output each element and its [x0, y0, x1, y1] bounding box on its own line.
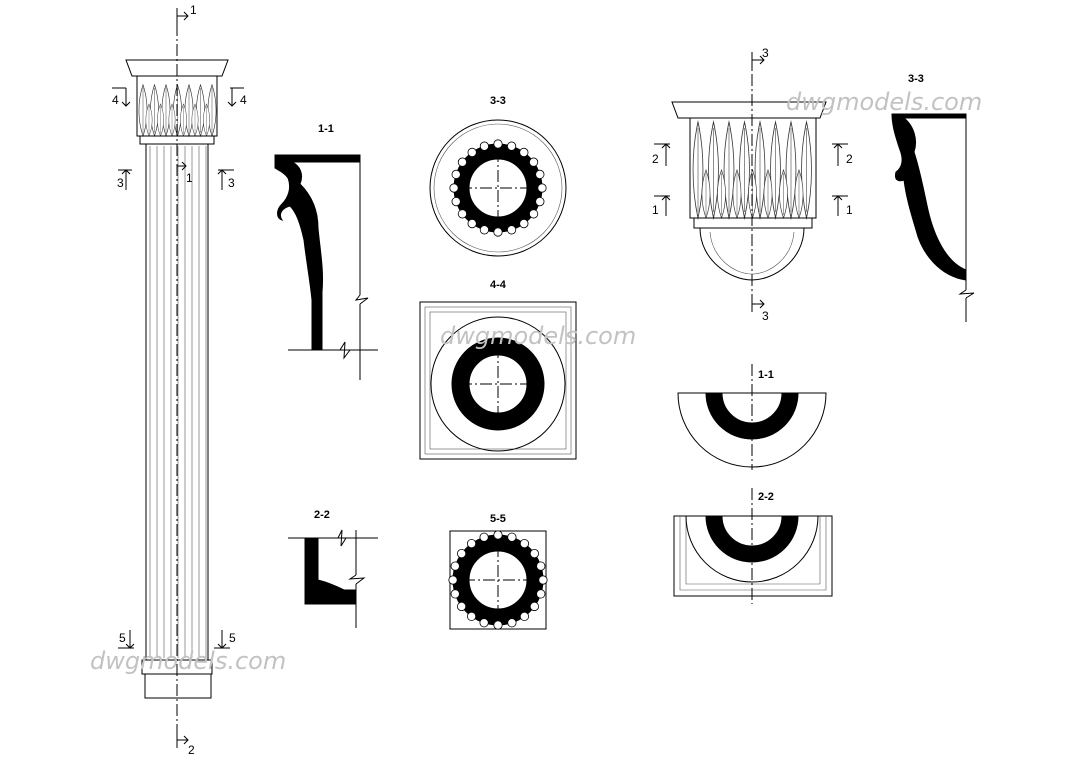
view-title-profile-2-2: 2-2: [314, 509, 330, 521]
watermark-center: dwgmodels.com: [440, 322, 636, 350]
flute-notch: [449, 183, 459, 193]
flute-notch: [467, 147, 477, 158]
flute-notch: [479, 532, 489, 542]
column-acanthus-leaf: [138, 84, 148, 137]
section-mark-col-4-right: 4: [240, 93, 247, 107]
flute-notch: [529, 601, 540, 612]
view-title-cap-section-2-2: 2-2: [758, 491, 774, 503]
section-mark-col-1-mid: 1: [186, 171, 193, 185]
capital-acanthus-leaf: [753, 120, 767, 220]
section-mark-cap-1-right: 1: [846, 203, 853, 217]
flute-notch: [493, 530, 503, 540]
column-acanthus-leaf: [207, 84, 217, 137]
flute-notch: [451, 196, 461, 207]
column-acanthus-leaf: [149, 84, 160, 137]
flute-notch: [529, 548, 540, 559]
capital-acanthus-leaf: [769, 120, 782, 220]
section-3-3-teeth: [449, 139, 547, 237]
flute-notch: [479, 225, 490, 235]
flute-notch: [536, 561, 546, 571]
section-mark-col-3-right: 3: [228, 176, 235, 190]
flute-notch: [519, 147, 529, 158]
profile-1-1: 1-1: [274, 123, 378, 380]
section-mark-cap-2-right: 2: [846, 152, 853, 166]
capital-section-1-1: 1-1: [677, 364, 827, 470]
section-3-3: 3-3: [429, 95, 567, 257]
flute-notch: [456, 548, 467, 559]
section-mark-cap-2-left: 2: [652, 152, 659, 166]
flute-notch: [535, 169, 545, 180]
flute-notch: [536, 589, 546, 599]
flute-notch: [506, 225, 517, 235]
capital-acanthus-leaf: [691, 120, 705, 220]
flute-notch: [457, 157, 468, 167]
flute-notch: [466, 611, 477, 622]
capital-acanthus-leaf: [722, 120, 736, 220]
flute-notch: [457, 209, 468, 219]
section-mark-col-top: 1: [190, 3, 197, 17]
flute-notch: [466, 538, 477, 549]
flute-notch: [451, 169, 461, 180]
watermark-top-right: dwgmodels.com: [786, 88, 982, 116]
flute-notch: [467, 218, 477, 229]
section-mark-col-bottom: 2: [188, 743, 195, 757]
flute-notch: [493, 620, 503, 630]
flute-notch: [535, 196, 545, 207]
flute-notch: [528, 209, 539, 219]
view-title-section-3-3: 3-3: [490, 95, 506, 107]
flute-notch: [456, 601, 467, 612]
capital-elevation: [671, 54, 827, 312]
flute-notch: [493, 139, 503, 149]
column-acanthus-leaf: [195, 84, 206, 137]
flute-notch: [538, 575, 548, 585]
section-mark-col-3-left: 3: [117, 176, 124, 190]
watermark-bottom-left: dwgmodels.com: [90, 647, 286, 675]
capital-section-marks: 3 3 2 2 1 1: [652, 46, 853, 323]
flute-notch: [506, 141, 517, 151]
flute-notch: [479, 141, 490, 151]
view-title-section-4-4: 4-4: [490, 279, 507, 291]
flute-notch: [448, 575, 458, 585]
capital-section-2-2: 2-2: [673, 488, 833, 604]
column-elevation: [125, 24, 229, 740]
column-acanthus-leaf: [184, 84, 194, 137]
column-flutes: [149, 146, 207, 658]
flute-notch: [493, 227, 503, 237]
section-mark-col-5-left: 5: [119, 631, 126, 645]
flute-notch: [537, 183, 547, 193]
flute-notch: [519, 538, 530, 549]
capital-profile-3-3: 3-3: [891, 73, 975, 322]
view-title-section-5-5: 5-5: [490, 513, 506, 525]
section-mark-cap-top: 3: [762, 46, 769, 60]
view-title-cap-section-1-1: 1-1: [758, 369, 774, 381]
section-mark-cap-1-left: 1: [652, 203, 659, 217]
section-mark-col-5-right: 5: [229, 631, 236, 645]
flute-notch: [479, 618, 489, 628]
flute-notch: [450, 561, 460, 571]
capital-acanthus-leaf: [707, 120, 720, 220]
section-mark-cap-bottom: 3: [762, 309, 769, 323]
section-4-4: 4-4: [419, 279, 577, 460]
view-title-cap-profile-3-3: 3-3: [908, 73, 924, 85]
section-5-5-flute-teeth: [448, 530, 548, 630]
capital-acanthus-leaf: [738, 120, 751, 220]
view-title-profile-1-1: 1-1: [318, 123, 334, 135]
column-acanthus-leaf: [161, 84, 171, 137]
flute-notch: [450, 589, 460, 599]
flute-notch: [507, 532, 517, 542]
section-5-5: 5-5: [448, 513, 548, 630]
column-section-marks: 1 2 4 4 1 3 3 5 5: [112, 3, 247, 757]
flute-notch: [519, 611, 530, 622]
section-mark-col-4-left: 4: [112, 93, 119, 107]
flute-notch: [507, 618, 517, 628]
flute-notch: [528, 157, 539, 167]
capital-acanthus-leaf: [784, 120, 798, 220]
profile-2-2: 2-2: [288, 509, 378, 628]
capital-acanthus-leaf: [800, 120, 813, 220]
flute-notch: [519, 218, 529, 229]
